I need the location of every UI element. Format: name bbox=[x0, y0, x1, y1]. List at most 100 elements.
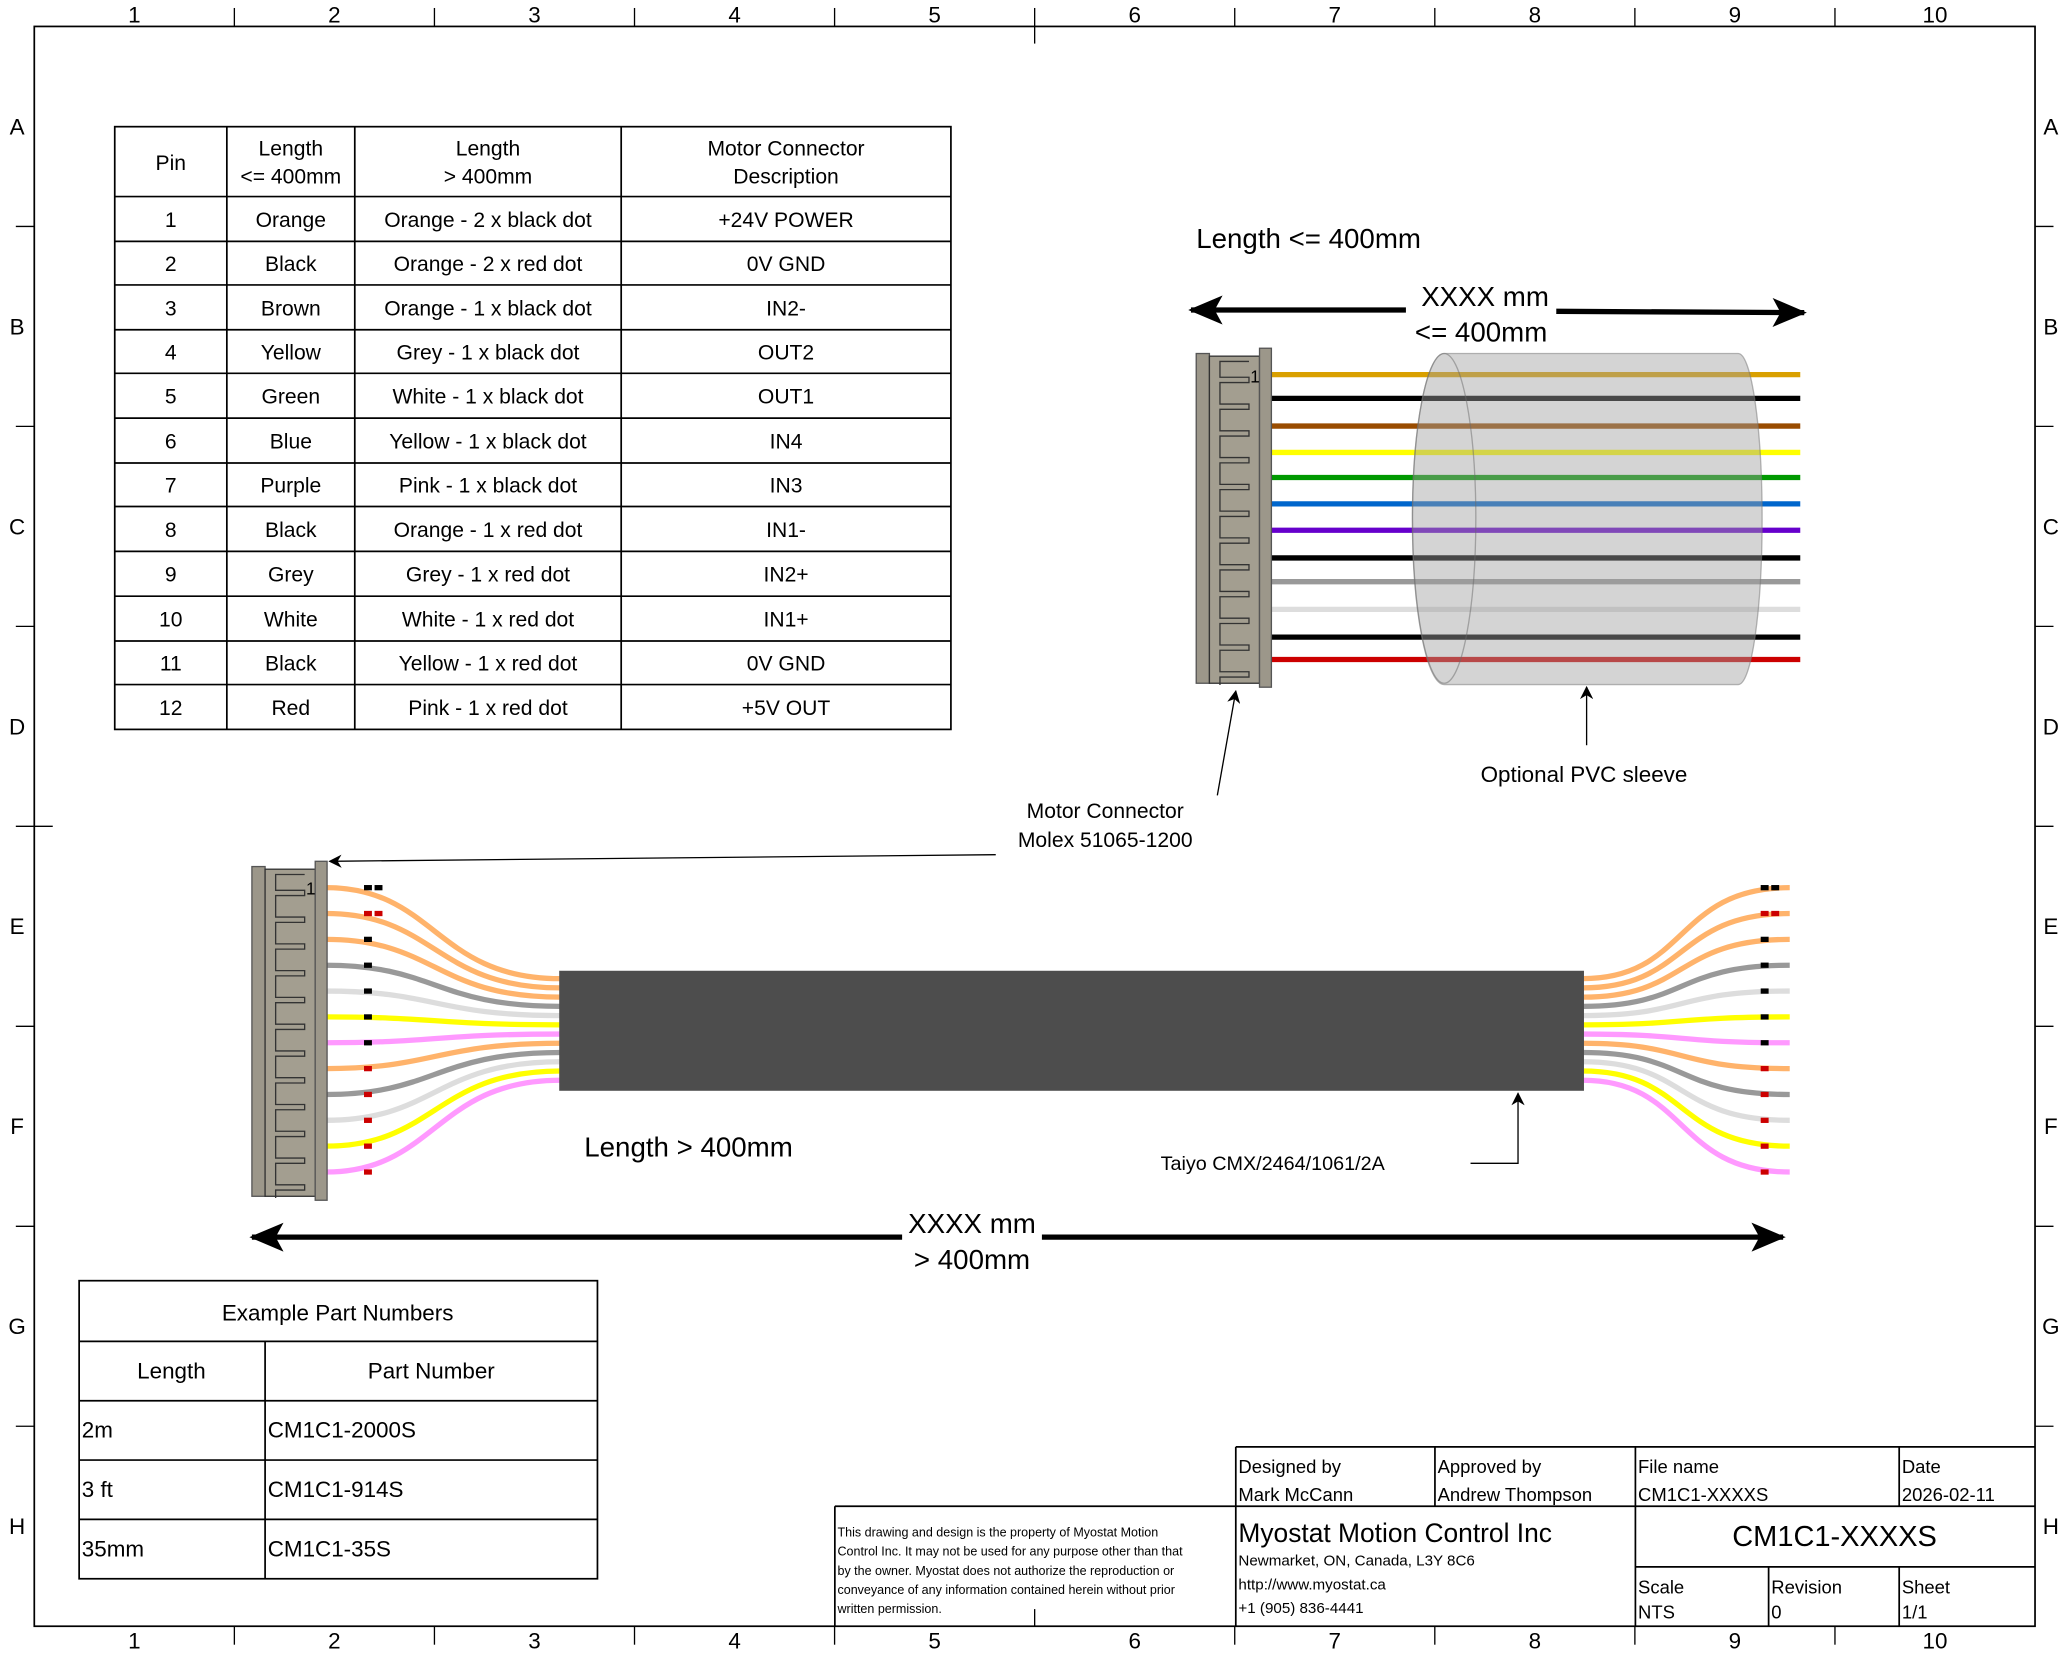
motor-connector-bottom bbox=[251, 860, 328, 1201]
column-header: Motor Connector bbox=[707, 138, 864, 161]
zone-column-top: 3 bbox=[528, 2, 540, 27]
zone-row-right: D bbox=[2043, 714, 2059, 739]
wire-right bbox=[1582, 962, 1790, 1010]
column-header: <= 400mm bbox=[240, 165, 341, 188]
date-label: Date bbox=[1902, 1456, 1941, 1477]
wire-right bbox=[1582, 885, 1790, 982]
approved-by-label: Approved by bbox=[1438, 1456, 1542, 1477]
table-cell: Purple bbox=[260, 475, 321, 498]
motor-connector-top bbox=[1195, 347, 1273, 688]
wire-marker-dot bbox=[364, 1040, 372, 1046]
column-header: Length bbox=[456, 138, 521, 161]
table-title: Example Part Numbers bbox=[222, 1300, 454, 1325]
pin1-label-top: 1 bbox=[1250, 367, 1260, 387]
part-length: 35mm bbox=[82, 1536, 144, 1561]
wire-right bbox=[1582, 1068, 1790, 1149]
cable-jacket bbox=[559, 970, 1584, 1091]
long-dim-limit: > 400mm bbox=[914, 1244, 1030, 1275]
wire-marker-dot bbox=[1760, 1014, 1769, 1020]
table-cell: Red bbox=[271, 697, 310, 720]
dimension-arrow-right bbox=[1556, 297, 1807, 327]
table-cell: Orange - 2 x red dot bbox=[394, 253, 583, 276]
wire-marker-dot bbox=[1760, 1065, 1769, 1072]
table-cell: Orange - 1 x red dot bbox=[394, 519, 583, 542]
zone-row-left: G bbox=[8, 1314, 25, 1339]
zone-row-left: B bbox=[10, 314, 25, 339]
wire-right bbox=[1582, 1077, 1790, 1175]
table-cell: White - 1 x red dot bbox=[402, 609, 574, 632]
table-cell: Yellow - 1 x red dot bbox=[399, 653, 578, 676]
wire-right bbox=[1582, 936, 1790, 1000]
connector-housing bbox=[1208, 355, 1261, 684]
wire-marker-dot bbox=[1760, 988, 1769, 994]
callout-arrow-bottom bbox=[328, 854, 996, 868]
zone-row-right: B bbox=[2043, 314, 2058, 339]
wire-marker-dot bbox=[1760, 1169, 1769, 1175]
table-cell: 3 bbox=[165, 297, 177, 320]
sleeve-label: Optional PVC sleeve bbox=[1481, 762, 1688, 787]
title-block: Designed by Mark McCann Approved by Andr… bbox=[833, 1446, 2036, 1627]
zone-column-bottom: 3 bbox=[528, 1629, 540, 1654]
short-dim-limit: <= 400mm bbox=[1415, 317, 1547, 348]
table-cell: 5 bbox=[165, 386, 177, 409]
long-cable-diagram: 1 Length > 400mm Taiyo CMX/2464/1061/2A … bbox=[249, 860, 1790, 1275]
wire-marker-dot bbox=[1760, 1040, 1769, 1046]
zone-row-left: H bbox=[9, 1514, 25, 1539]
wire-marker-dot bbox=[364, 885, 372, 891]
zone-row-right: E bbox=[2043, 914, 2058, 939]
connector-contacts bbox=[274, 873, 306, 1199]
connector-body bbox=[251, 865, 266, 1197]
wire-left bbox=[325, 1068, 561, 1149]
wire-marker-dot bbox=[1760, 1117, 1769, 1123]
wire-left bbox=[325, 910, 561, 991]
wire-marker-dot bbox=[364, 1065, 372, 1072]
company-address: Newmarket, ON, Canada, L3Y 8C6 bbox=[1238, 1553, 1474, 1570]
wire-marker-dot bbox=[1760, 1143, 1769, 1149]
zone-column-top: 7 bbox=[1329, 2, 1341, 27]
scale: NTS bbox=[1638, 1601, 1675, 1622]
table-cell: 12 bbox=[159, 697, 182, 720]
zone-column-bottom: 9 bbox=[1729, 1629, 1741, 1654]
table-cell: White bbox=[264, 609, 318, 632]
date: 2026-02-11 bbox=[1902, 1484, 1995, 1505]
callout-arrow-top bbox=[1216, 689, 1241, 796]
disclaimer-line: written permission. bbox=[836, 1602, 941, 1616]
table-cell: +5V OUT bbox=[742, 697, 831, 720]
wire-left bbox=[325, 962, 561, 1010]
part-length: 3 ft bbox=[82, 1477, 114, 1502]
table-cell: 0V GND bbox=[747, 253, 826, 276]
wire-right bbox=[1582, 1049, 1790, 1098]
column-header: Description bbox=[733, 165, 839, 188]
table-cell: White - 1 x black dot bbox=[392, 386, 583, 409]
column-header: > 400mm bbox=[444, 165, 533, 188]
zone-column-bottom: 6 bbox=[1128, 1629, 1140, 1654]
long-wires bbox=[325, 885, 1790, 1175]
part-number: CM1C1-2000S bbox=[268, 1418, 416, 1443]
table-cell: 11 bbox=[160, 653, 182, 676]
zone-row-left: F bbox=[10, 1114, 24, 1139]
zone-row-left: C bbox=[9, 514, 25, 539]
wire-left bbox=[325, 1077, 561, 1175]
zone-column-bottom: 1 bbox=[128, 1629, 140, 1654]
wire-marker-dot bbox=[364, 1014, 372, 1020]
disclaimer: This drawing and design is the property … bbox=[836, 1526, 1183, 1616]
long-cable-title: Length > 400mm bbox=[584, 1132, 793, 1163]
short-cable-diagram: Length <= 400mm XXXX mm <= 400mm 1 Optio… bbox=[1188, 223, 1807, 787]
short-wires bbox=[1270, 371, 1801, 663]
disclaimer-line: conveyance of any information contained … bbox=[837, 1583, 1174, 1597]
wire-left bbox=[325, 1049, 561, 1098]
wire-right bbox=[1582, 988, 1790, 1019]
table-cell: 10 bbox=[159, 609, 182, 632]
table-cell: 1 bbox=[165, 209, 177, 232]
table-cell: Orange - 2 x black dot bbox=[384, 209, 592, 232]
table-border bbox=[78, 1279, 599, 1580]
wire-left bbox=[325, 988, 561, 1019]
pin1-label-bottom: 1 bbox=[306, 878, 316, 898]
table-cell: 2 bbox=[165, 253, 177, 276]
wire-right bbox=[1582, 1040, 1790, 1072]
drawing-title: CM1C1-XXXXS bbox=[1732, 1521, 1937, 1553]
wire-marker-dot bbox=[374, 910, 383, 917]
wire-marker-dot bbox=[364, 1091, 372, 1098]
table-cell: Yellow bbox=[261, 341, 322, 364]
